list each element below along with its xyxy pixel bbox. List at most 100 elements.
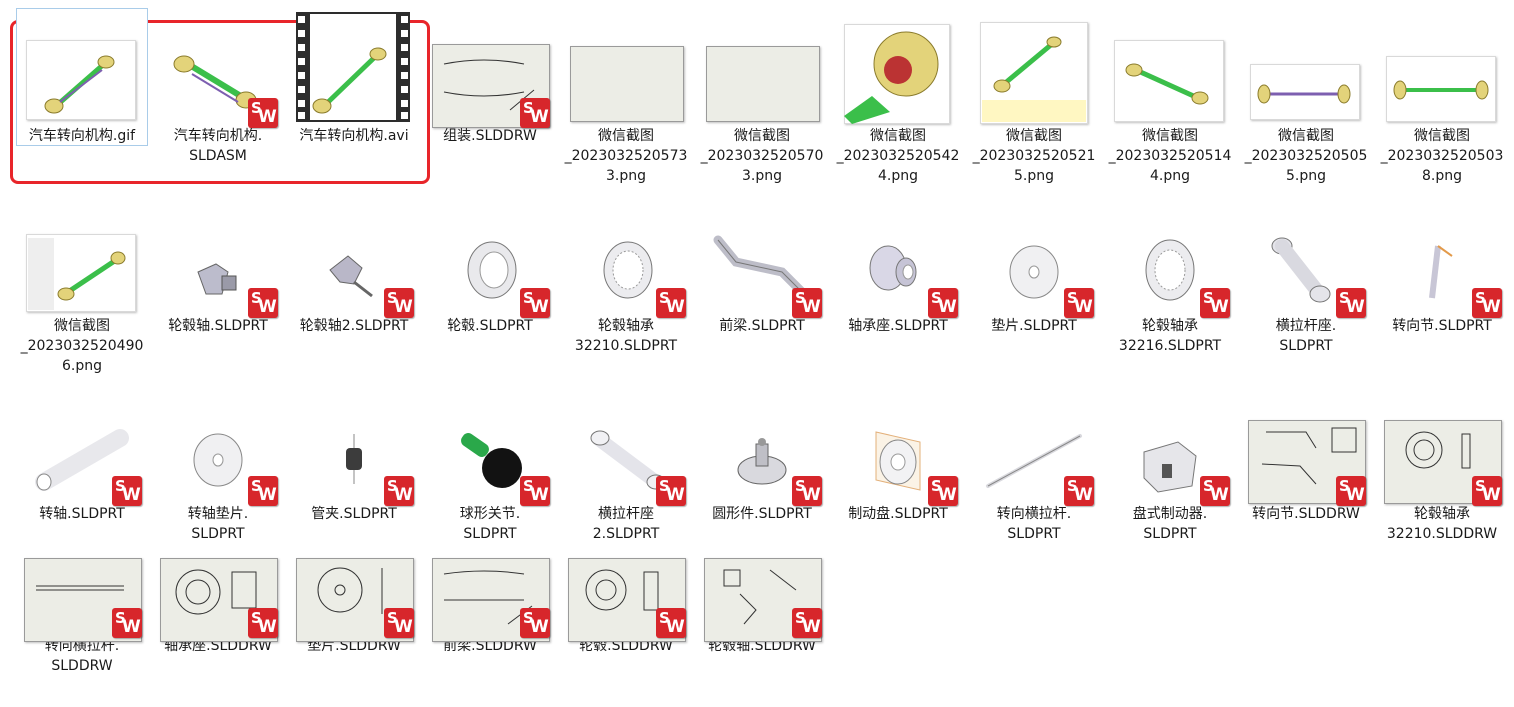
- file-name: 转向节.SLDDRW: [1252, 506, 1360, 522]
- steering-assembly-icon: [312, 47, 387, 114]
- file-name: 转轴.SLDPRT: [39, 506, 125, 522]
- pipe-clamp-part-icon: [346, 434, 362, 484]
- drawing-lines-icon: [1405, 431, 1471, 469]
- file-name: 微信截图_2023032520514 4.png: [1108, 128, 1232, 184]
- file-item-gif[interactable]: 汽车转向机构.gif: [16, 8, 148, 146]
- image-thumbnail: [16, 8, 148, 126]
- steering-assembly-icon: [982, 36, 1086, 122]
- file-item-png[interactable]: 微信截图_2023032520542 4.png: [832, 8, 964, 186]
- file-name: 微信截图_2023032520573 3.png: [564, 128, 688, 184]
- file-item-png[interactable]: 微信截图_2023032520570 3.png: [696, 8, 828, 186]
- file-item-png[interactable]: 微信截图_2023032520514 4.png: [1104, 8, 1236, 186]
- file-item-png[interactable]: 微信截图_2023032520503 8.png: [1376, 8, 1508, 186]
- drawing-lines-icon: [36, 585, 124, 591]
- file-name: 球形关节.SLDPRT: [459, 506, 521, 542]
- file-name: 微信截图_2023032520505 5.png: [1244, 128, 1368, 184]
- file-name: 垫片.SLDDRW: [307, 638, 401, 654]
- file-name: 轮毂轴2.SLDPRT: [299, 318, 409, 334]
- file-name: 前梁.SLDDRW: [443, 638, 537, 654]
- image-thumbnail: [832, 8, 964, 126]
- file-item-png[interactable]: 微信截图_2023032520490 6.png: [16, 198, 148, 376]
- file-item-avi[interactable]: 汽车转向机构.avi: [288, 8, 420, 146]
- file-name: 轴承座.SLDPRT: [848, 318, 948, 334]
- file-name: 轴承座.SLDDRW: [164, 638, 272, 654]
- tie-rod-seat-part-icon: [1271, 237, 1331, 303]
- hub-axle-part-icon: [329, 255, 373, 298]
- file-item-png[interactable]: 微信截图_2023032520573 3.png: [560, 8, 692, 186]
- shaft-part-icon: [35, 429, 129, 491]
- file-name: 组装.SLDDRW: [443, 128, 537, 144]
- file-item-png[interactable]: 微信截图_2023032520505 5.png: [1240, 8, 1372, 186]
- filmstrip-icon: [296, 12, 410, 122]
- file-name: 盘式制动器.SLDPRT: [1132, 506, 1208, 542]
- drawing-lines-icon: [317, 567, 383, 614]
- file-name: 横拉杆座.SLDPRT: [1275, 318, 1337, 354]
- drawing-lines-icon: [723, 569, 797, 625]
- image-thumbnail: [1104, 8, 1236, 126]
- steering-assembly-icon: [1125, 63, 1209, 105]
- file-name: 汽车转向机构.avi: [299, 128, 409, 144]
- file-item-png[interactable]: 微信截图_2023032520521 5.png: [968, 8, 1100, 186]
